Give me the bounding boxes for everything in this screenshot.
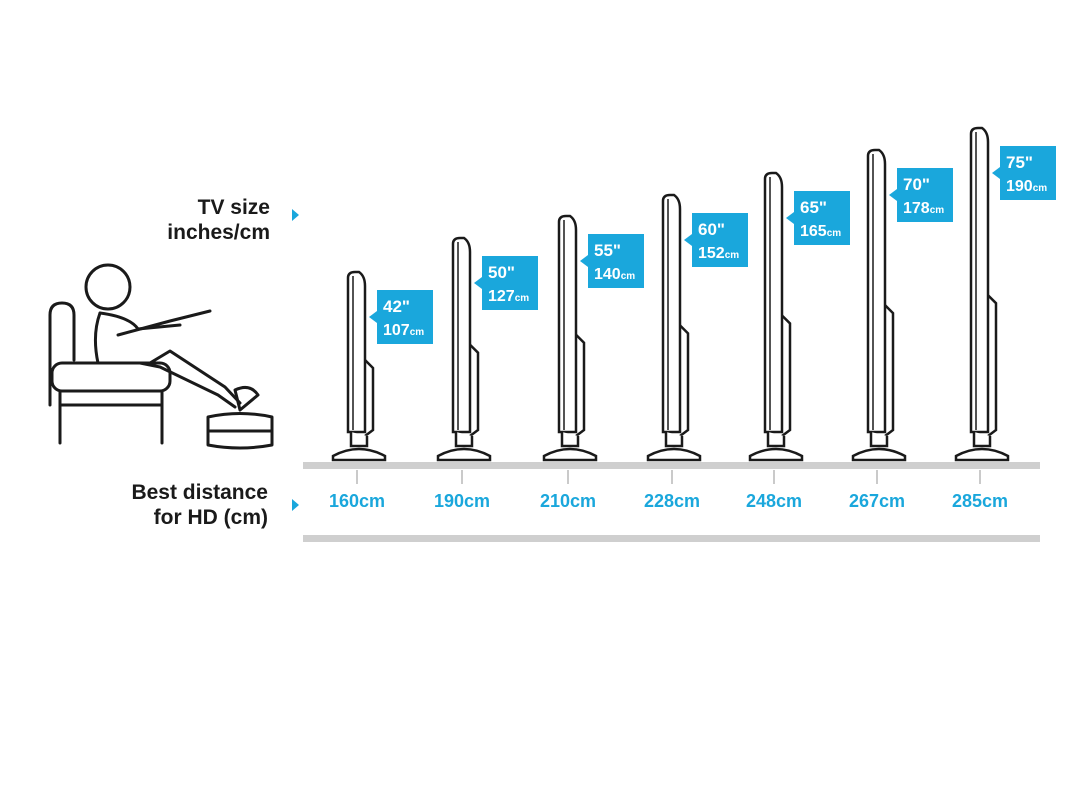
tv-back xyxy=(469,343,480,437)
distance-value: 160cm xyxy=(329,491,385,511)
size-inches: 65" xyxy=(800,198,827,217)
size-cm: 107cm xyxy=(383,322,424,339)
size-cm-unit: cm xyxy=(515,293,530,304)
size-label-pointer xyxy=(369,311,377,323)
tv-screen xyxy=(661,193,682,434)
size-label-pointer xyxy=(684,234,692,246)
distance-label-line1: Best distance xyxy=(131,481,268,504)
distance-value: 248cm xyxy=(746,491,802,511)
size-cm: 190cm xyxy=(1006,178,1047,195)
size-cm-unit: cm xyxy=(410,327,425,338)
size-cm-unit: cm xyxy=(1033,183,1048,194)
person-in-armchair-icon xyxy=(48,263,274,450)
size-inches: 75" xyxy=(1006,153,1033,172)
tv-stand-base xyxy=(542,447,598,462)
tv-back xyxy=(575,333,586,437)
size-inches: 42" xyxy=(383,297,410,316)
size-label-pointer xyxy=(786,212,794,224)
tv-stand-base xyxy=(954,447,1010,462)
size-inches: 55" xyxy=(594,241,621,260)
size-cm: 127cm xyxy=(488,288,529,305)
tv-screen xyxy=(346,270,367,434)
size-cm-unit: cm xyxy=(725,250,740,261)
distance-value: 285cm xyxy=(952,491,1008,511)
distance-value: 210cm xyxy=(540,491,596,511)
tv-stand-base xyxy=(436,447,492,462)
size-inches: 60" xyxy=(698,220,725,239)
tv-size-label: TV size inches/cm xyxy=(30,195,270,245)
size-cm-unit: cm xyxy=(621,271,636,282)
size-label-pointer xyxy=(992,167,1000,179)
size-cm: 140cm xyxy=(594,266,635,283)
tv-size-arrow-icon xyxy=(292,209,299,221)
tv-back xyxy=(679,324,690,437)
tv-stand-neck xyxy=(454,432,474,448)
distance-value: 228cm xyxy=(644,491,700,511)
size-label-box xyxy=(482,256,538,310)
tv-screen xyxy=(451,236,472,434)
size-label-box xyxy=(377,290,433,344)
tv-stand-base xyxy=(331,447,387,462)
tv-screen xyxy=(763,171,784,434)
tv-size-label-line2: inches/cm xyxy=(167,221,270,244)
size-label-box xyxy=(692,213,748,267)
size-label-box xyxy=(588,234,644,288)
tv-back xyxy=(884,304,895,437)
size-label-pointer xyxy=(580,255,588,267)
tv-back xyxy=(364,359,375,437)
size-inches: 50" xyxy=(488,263,515,282)
size-label-box xyxy=(1000,146,1056,200)
size-cm: 165cm xyxy=(800,223,841,240)
size-cm-unit: cm xyxy=(827,228,842,239)
bottom-rule xyxy=(303,535,1040,542)
tv-stand-base xyxy=(646,447,702,462)
distance-value: 267cm xyxy=(849,491,905,511)
distance-label: Best distance for HD (cm) xyxy=(28,480,268,530)
size-label-box xyxy=(794,191,850,245)
tv-stand-base xyxy=(851,447,907,462)
size-inches: 70" xyxy=(903,175,930,194)
tv-stand-neck xyxy=(664,432,684,448)
tv-screen xyxy=(969,126,990,434)
tv-stand-neck xyxy=(972,432,992,448)
size-label-pointer xyxy=(889,189,897,201)
floor-line xyxy=(303,462,1040,469)
tv-stand-neck xyxy=(560,432,580,448)
tv-stand-neck xyxy=(869,432,889,448)
tv-stand-neck xyxy=(766,432,786,448)
distance-value: 190cm xyxy=(434,491,490,511)
size-label-pointer xyxy=(474,277,482,289)
size-cm-unit: cm xyxy=(930,205,945,216)
tv-back xyxy=(781,314,792,437)
tv-back xyxy=(987,294,998,437)
size-cm: 152cm xyxy=(698,245,739,262)
tv-screen xyxy=(866,148,887,434)
tv-size-label-line1: TV size xyxy=(197,196,270,219)
size-label-box xyxy=(897,168,953,222)
distance-label-line2: for HD (cm) xyxy=(153,506,268,529)
tv-stand-base xyxy=(748,447,804,462)
distance-arrow-icon xyxy=(292,499,299,511)
tv-screen xyxy=(557,214,578,434)
tv-stand-neck xyxy=(349,432,369,448)
size-cm: 178cm xyxy=(903,200,944,217)
